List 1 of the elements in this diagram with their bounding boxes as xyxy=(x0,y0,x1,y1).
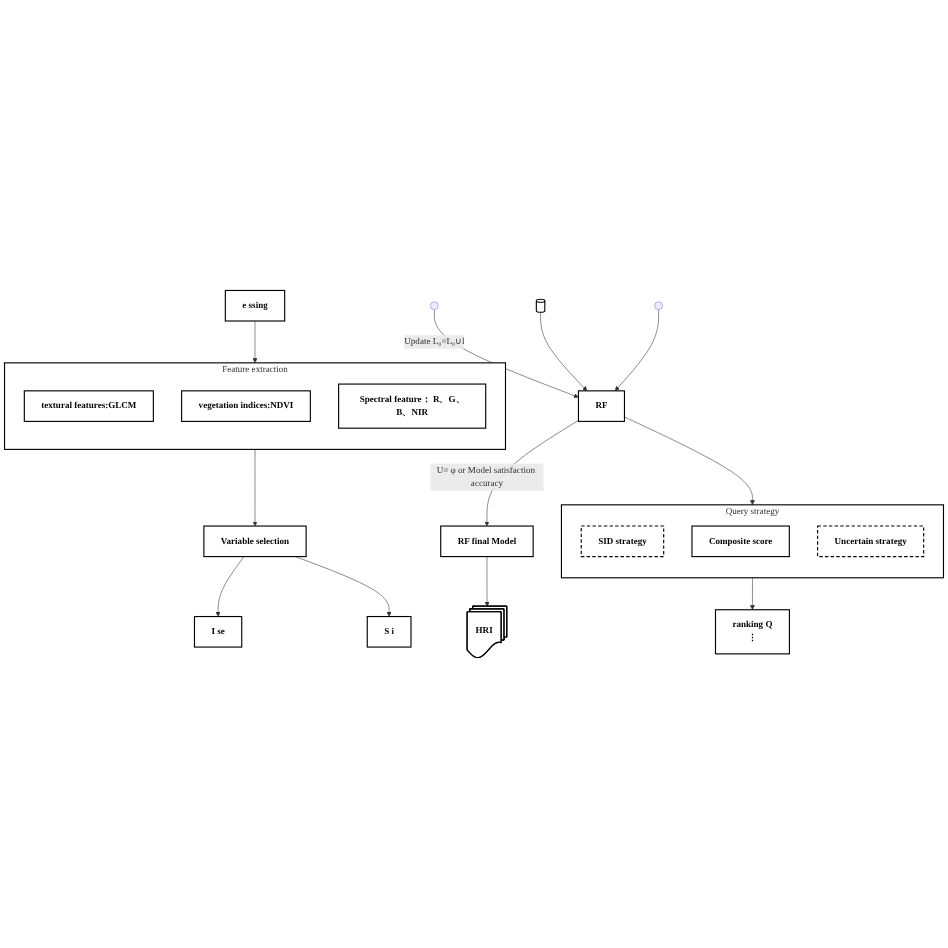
node-cylinder xyxy=(535,298,546,313)
